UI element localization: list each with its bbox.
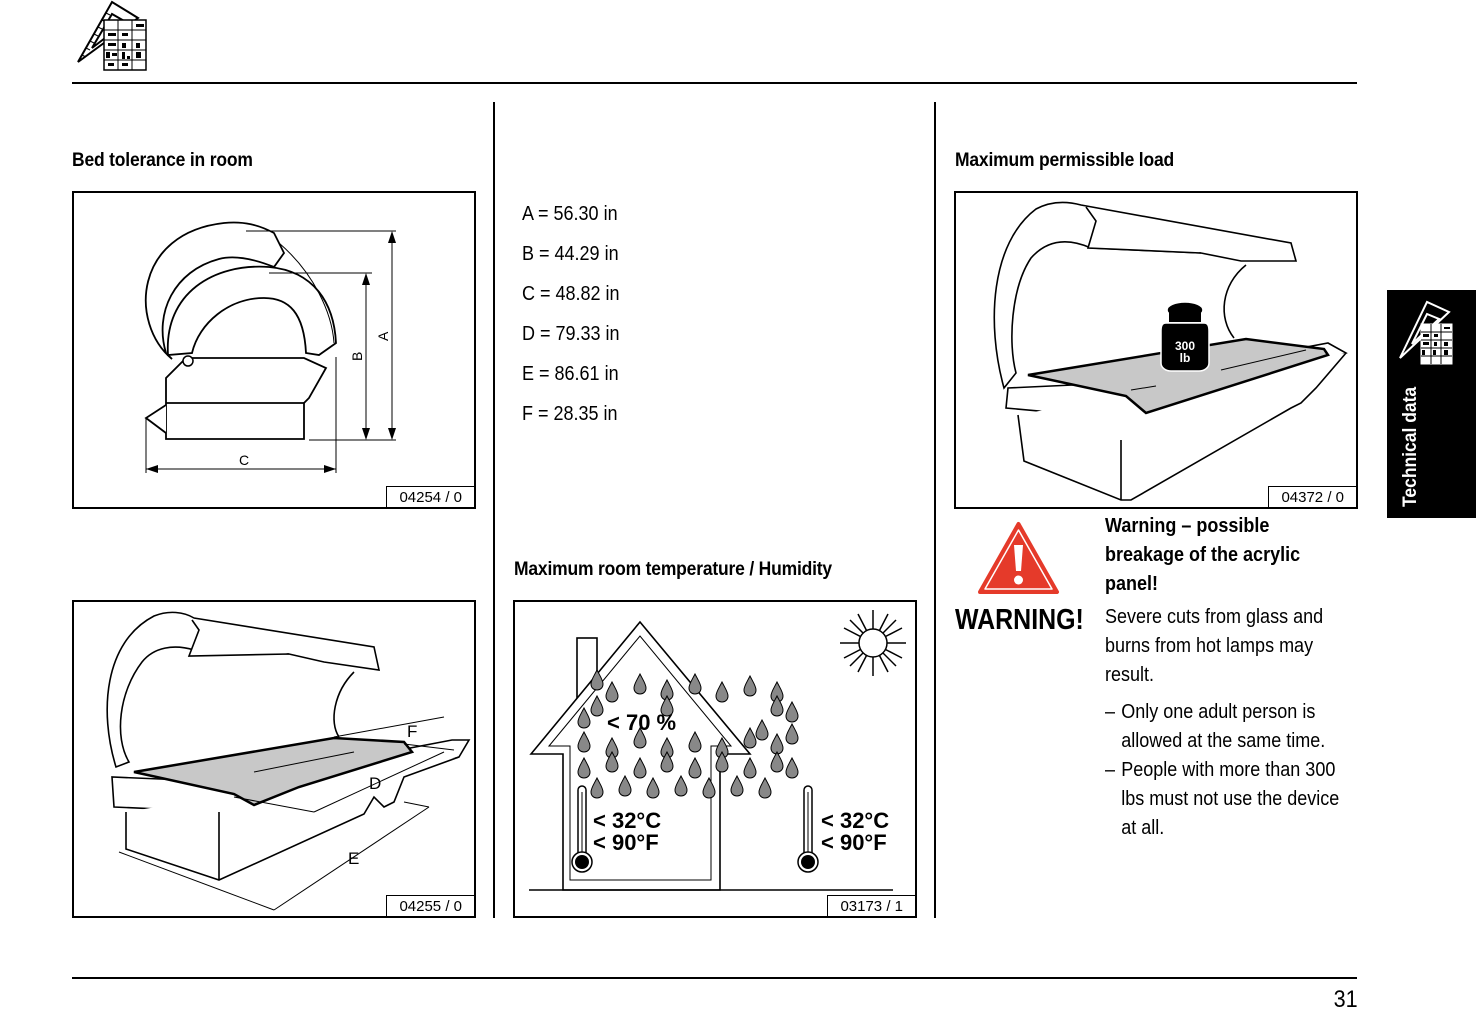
warning-list-item: People with more than 300 lbs must not u… <box>1105 756 1357 843</box>
warning-list: Only one adult person is allowed at the … <box>1105 698 1357 843</box>
figure-id-03173: 03173 / 1 <box>827 895 915 916</box>
outdoor-temp-f: < 90°F <box>821 830 887 855</box>
dim-label-f: F <box>407 722 417 741</box>
side-tab-technical-data-icon <box>1397 298 1457 366</box>
bed-tolerance-heading: Bed tolerance in room <box>72 150 253 171</box>
house-climate-drawing: < 70 % < 32°C < 90°F < 32°C < 90°F <box>529 610 906 891</box>
warning-title: Warning – possible breakage of the acryl… <box>1105 515 1301 595</box>
bed-tolerance-figure: C B A 04254 / 0 <box>72 191 476 509</box>
room-climate-figure: < 70 % < 32°C < 90°F < 32°C < 90°F <box>513 600 917 918</box>
weight-icon: 300 lb <box>1160 301 1210 372</box>
dimension-a: A = 56.30 in <box>522 203 618 225</box>
max-load-figure: 300 lb 04372 / 0 <box>954 191 1358 509</box>
dimension-list: A = 56.30 in B = 44.29 in C = 48.82 in D… <box>522 194 620 434</box>
header-rule <box>72 82 1357 84</box>
column-divider-1 <box>493 102 495 918</box>
warning-body: Severe cuts from glass and burns from ho… <box>1105 606 1324 686</box>
warning-label: WARNING! <box>955 604 1084 636</box>
column-divider-2 <box>934 102 936 918</box>
dimension-e: E = 86.61 in <box>522 363 619 385</box>
warning-list-item: Only one adult person is allowed at the … <box>1105 698 1357 756</box>
outdoor-thermometer-icon <box>797 785 819 873</box>
dim-label-c: C <box>239 452 249 468</box>
dim-label-a: A <box>375 331 391 341</box>
dimension-b: B = 44.29 in <box>522 243 619 265</box>
sun-icon <box>840 610 906 676</box>
page-number: 31 <box>1333 986 1358 1013</box>
figure-id-04255: 04255 / 0 <box>386 895 474 916</box>
figure-id-04372: 04372 / 0 <box>1268 486 1356 507</box>
indoor-temp-f: < 90°F <box>593 830 659 855</box>
outdoor-temp-c: < 32°C <box>821 808 889 833</box>
footer-rule <box>72 977 1357 979</box>
dim-label-d: D <box>369 774 381 793</box>
figure-id-04254: 04254 / 0 <box>386 486 474 507</box>
indoor-temp-c: < 32°C <box>593 808 661 833</box>
tanning-bed-weight-drawing: 300 lb <box>993 201 1348 501</box>
weight-value: 300 <box>1175 339 1195 353</box>
max-load-heading: Maximum permissible load <box>955 150 1175 171</box>
humidity-drops <box>577 669 799 799</box>
bed-dimensions-figure: D E F 04255 / 0 <box>72 600 476 918</box>
weight-unit: lb <box>1180 351 1191 365</box>
side-tab-label: Technical data <box>1400 386 1421 507</box>
dimension-f: F = 28.35 in <box>522 403 618 425</box>
tanning-bed-perspective-dimensions-drawing: D E F <box>106 611 471 911</box>
tanning-bed-side-view-drawing: C B A <box>144 221 396 473</box>
dimension-c: C = 48.82 in <box>522 283 620 305</box>
warning-triangle-icon <box>977 521 1060 596</box>
dimension-d: D = 79.33 in <box>522 323 620 345</box>
dim-label-b: B <box>349 352 365 361</box>
header-technical-data-icon <box>72 0 152 74</box>
dim-label-e: E <box>348 849 359 868</box>
room-climate-heading: Maximum room temperature / Humidity <box>514 559 832 580</box>
indoor-thermometer-icon <box>571 785 593 873</box>
humidity-label: < 70 % <box>607 710 676 735</box>
